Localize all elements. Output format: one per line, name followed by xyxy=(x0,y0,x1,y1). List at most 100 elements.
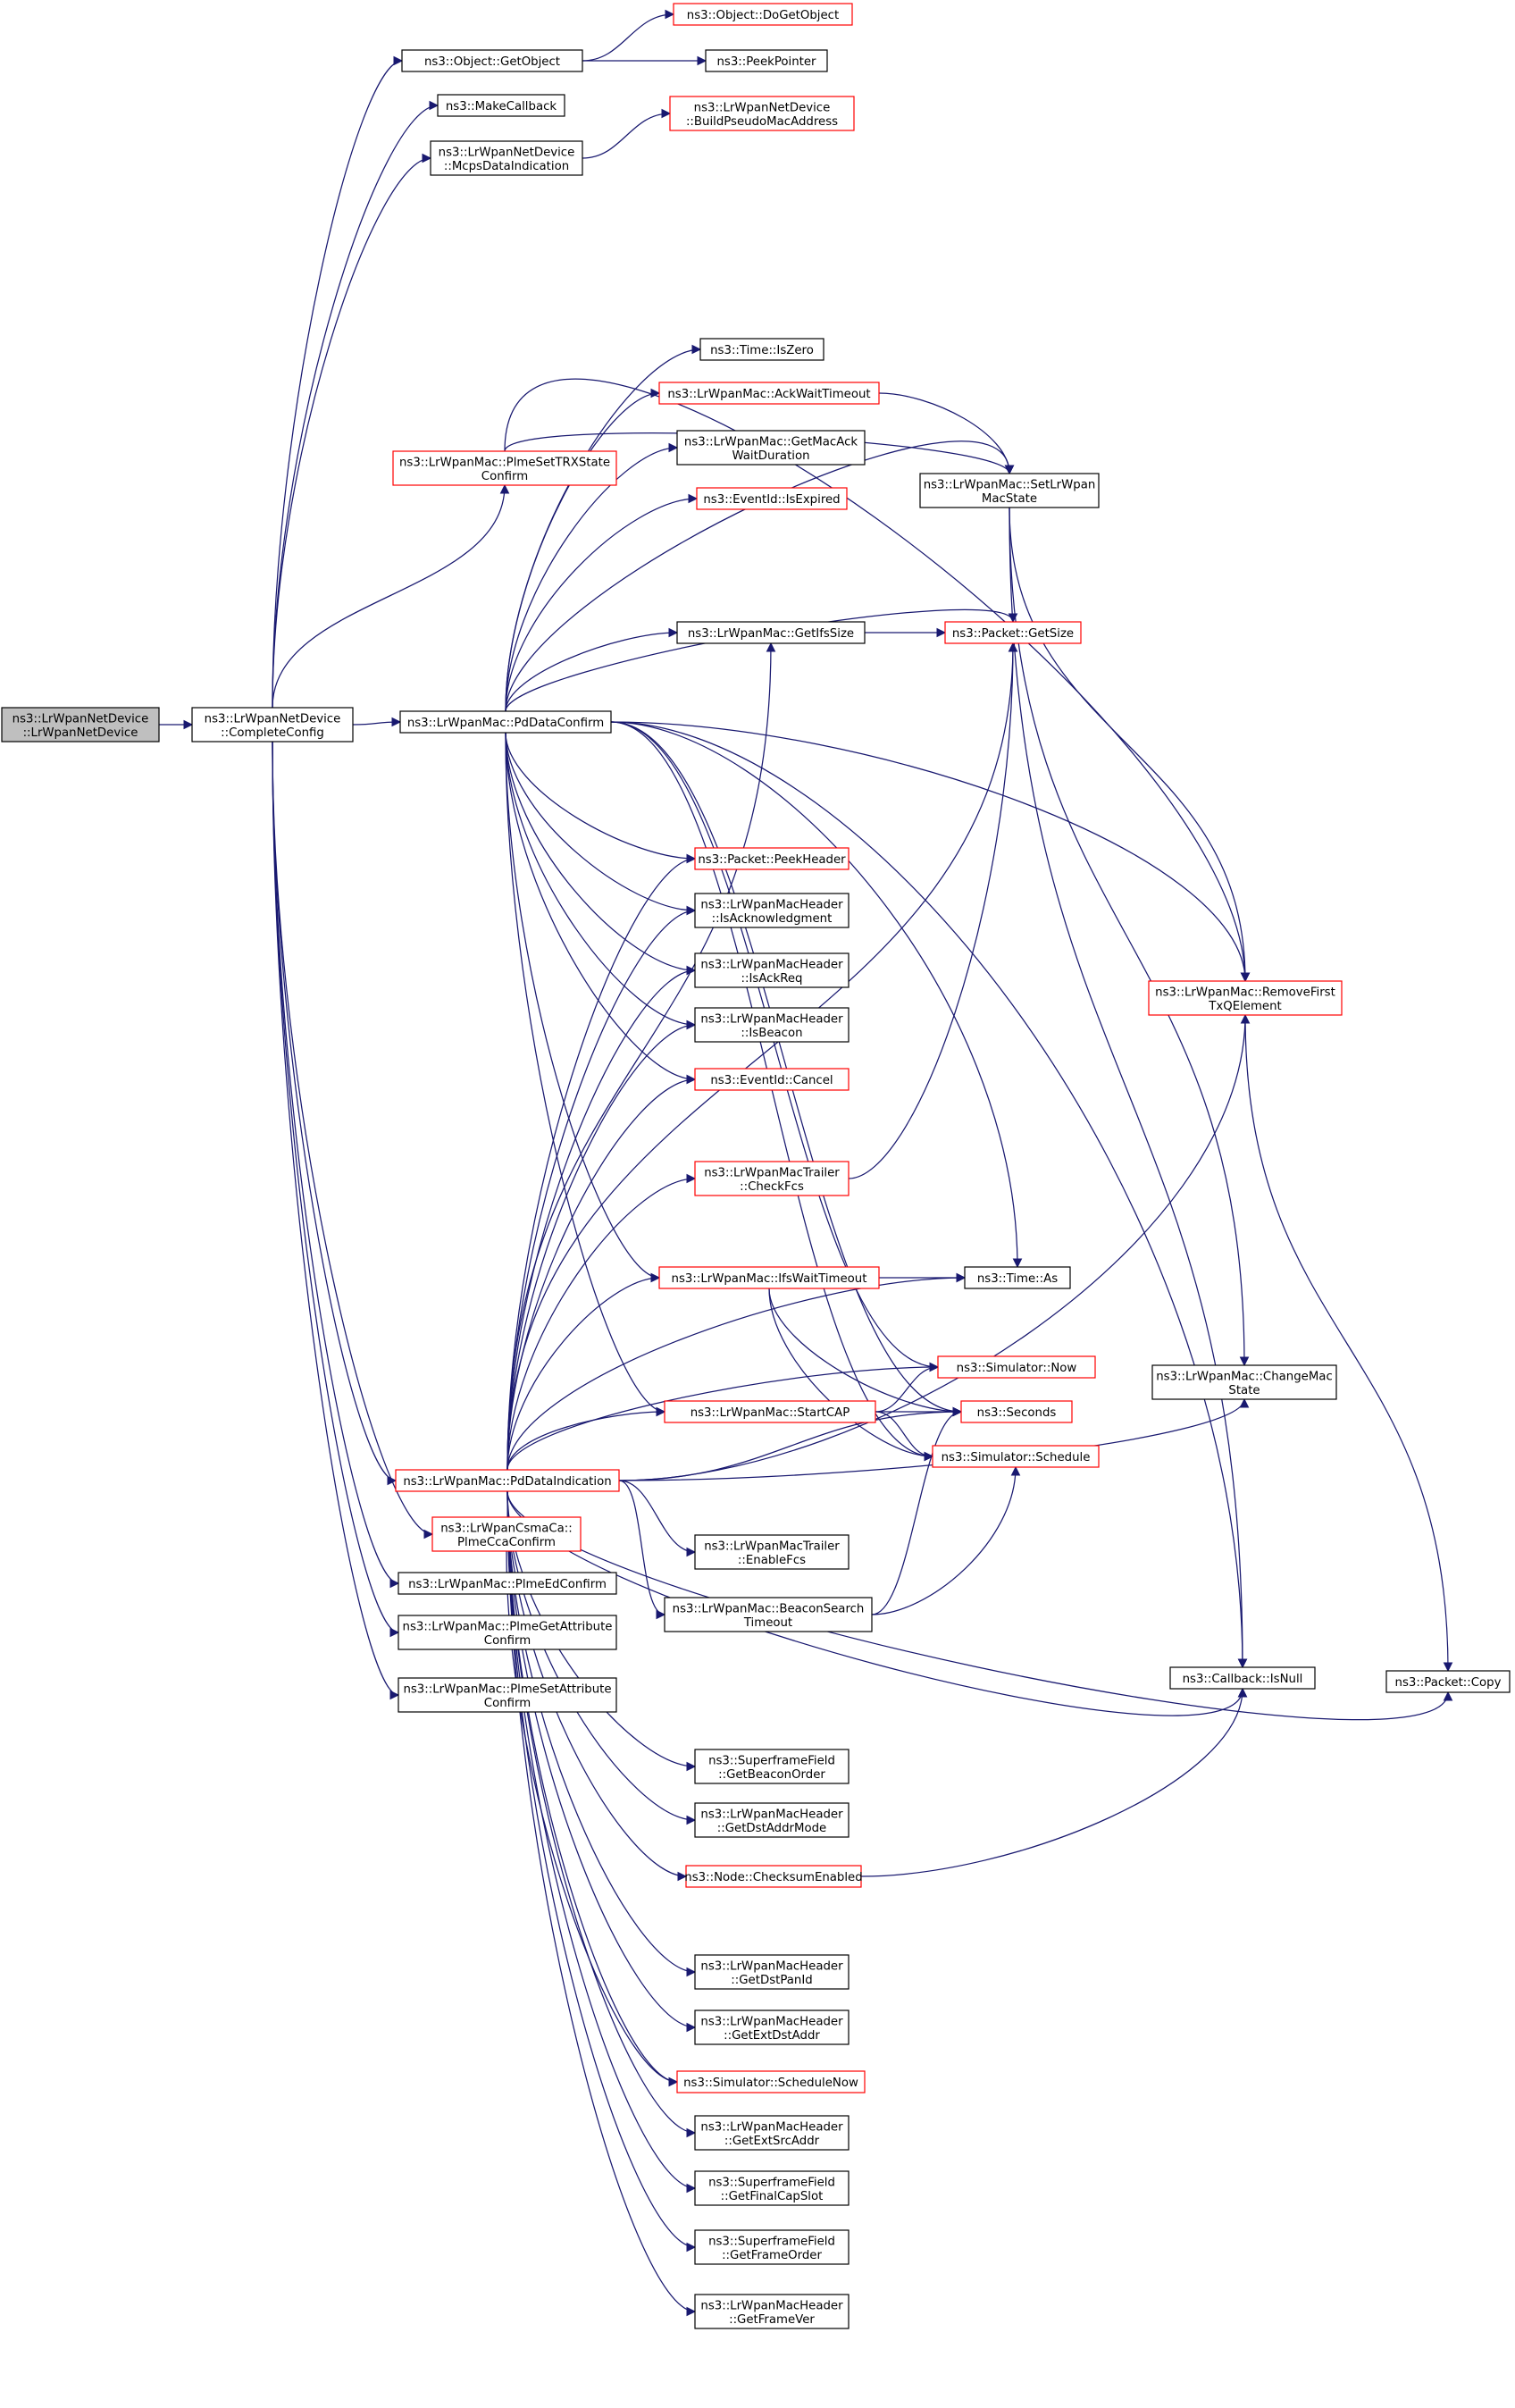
node-checkfcs[interactable]: ns3::LrWpanMacTrailer::CheckFcs xyxy=(694,1161,850,1196)
node-timeas[interactable]: ns3::Time::As xyxy=(964,1266,1071,1289)
node-getsize[interactable]: ns3::Packet::GetSize xyxy=(944,621,1082,644)
node-plmeed[interactable]: ns3::LrWpanMac::PlmeEdConfirm xyxy=(398,1572,617,1595)
node-mcpsdata[interactable]: ns3::LrWpanNetDevice::McpsDataIndication xyxy=(430,140,583,176)
node-pktcopy[interactable]: ns3::Packet::Copy xyxy=(1385,1670,1511,1693)
node-pddataind[interactable]: ns3::LrWpanMac::PdDataIndication xyxy=(395,1469,620,1492)
node-label: ns3::Simulator::Now xyxy=(957,1362,1077,1375)
node-getdstpan[interactable]: ns3::LrWpanMacHeader::GetDstPanId xyxy=(694,1954,850,1990)
call-edge-pddataconfirm-isnull xyxy=(610,721,1243,1668)
arrowhead xyxy=(686,2022,697,2033)
node-makecb[interactable]: ns3::MakeCallback xyxy=(437,94,565,117)
node-box xyxy=(694,1068,850,1091)
node-box xyxy=(932,1445,1100,1468)
node-label: ns3::LrWpanMac::PlmeEdConfirm xyxy=(408,1578,607,1591)
call-edge-pddataind-startcap xyxy=(506,1411,665,1471)
node-label: ns3::LrWpanMac::StartCAP xyxy=(691,1406,850,1420)
call-edge-pddataconfirm-getifs xyxy=(505,632,678,712)
node-getextdst[interactable]: ns3::LrWpanMacHeader::GetExtDstAddr xyxy=(694,2009,850,2045)
arrowhead xyxy=(1237,1687,1248,1698)
node-getobj[interactable]: ns3::Object::GetObject xyxy=(401,49,583,72)
node-complete[interactable]: ns3::LrWpanNetDevice::CompleteConfig xyxy=(191,707,354,743)
node-cancel[interactable]: ns3::EventId::Cancel xyxy=(694,1068,850,1091)
node-box xyxy=(399,710,612,734)
node-box xyxy=(392,450,617,486)
node-label: ns3::LrWpanCsmaCa:: xyxy=(440,1522,573,1535)
node-box xyxy=(937,1355,1096,1379)
arrowhead xyxy=(423,1529,434,1540)
node-label: ns3::LrWpanMac::ChangeMac xyxy=(1156,1370,1333,1383)
node-box xyxy=(430,140,583,176)
node-label: ns3::LrWpanMac::PlmeSetTRXState xyxy=(399,456,610,469)
node-peekheader[interactable]: ns3::Packet::PeekHeader xyxy=(694,847,850,870)
node-box xyxy=(1169,1666,1316,1690)
call-edge-checkfcs-getsize xyxy=(848,642,1014,1179)
node-buildpseudo[interactable]: ns3::LrWpanNetDevice::BuildPseudoMacAddr… xyxy=(669,96,855,131)
node-isnull[interactable]: ns3::Callback::IsNull xyxy=(1169,1666,1316,1690)
call-edge-complete-plmeget xyxy=(272,741,399,1633)
node-isexpired[interactable]: ns3::EventId::IsExpired xyxy=(696,487,848,510)
node-checksum[interactable]: ns3::Node::ChecksumEnabled xyxy=(684,1865,863,1888)
arrowhead xyxy=(956,1272,967,1283)
node-label: Confirm xyxy=(484,1697,531,1710)
node-label: ns3::Simulator::ScheduleNow xyxy=(683,2077,858,2090)
node-seconds[interactable]: ns3::Seconds xyxy=(960,1400,1073,1423)
node-box xyxy=(664,1597,873,1632)
arrowhead xyxy=(1004,465,1015,475)
node-dogetobj[interactable]: ns3::Object::DoGetObject xyxy=(673,3,853,26)
node-getframever[interactable]: ns3::LrWpanMacHeader::GetFrameVer xyxy=(694,2294,850,2329)
node-isbeacon[interactable]: ns3::LrWpanMacHeader::IsBeacon xyxy=(694,1007,850,1043)
node-plmecca[interactable]: ns3::LrWpanCsmaCa::PlmeCcaConfirm xyxy=(431,1516,582,1552)
node-ifswait[interactable]: ns3::LrWpanMac::IfsWaitTimeout xyxy=(658,1266,880,1289)
node-isack[interactable]: ns3::LrWpanMacHeader::IsAcknowledgment xyxy=(694,893,850,928)
node-ackwait[interactable]: ns3::LrWpanMac::AckWaitTimeout xyxy=(658,382,880,405)
node-iszero[interactable]: ns3::Time::IsZero xyxy=(699,338,824,361)
node-schednow[interactable]: ns3::Simulator::ScheduleNow xyxy=(676,2070,866,2093)
node-box xyxy=(673,3,853,26)
call-edge-pddataconfirm-timeas xyxy=(610,721,1018,1268)
node-label: PlmeCcaConfirm xyxy=(457,1536,556,1549)
arrowhead xyxy=(686,1173,697,1184)
node-label: ::GetFrameOrder xyxy=(722,2249,822,2262)
call-edge-complete-plmecca xyxy=(272,741,433,1535)
node-getifs[interactable]: ns3::LrWpanMac::GetIfsSize xyxy=(676,621,866,644)
node-getdstaddrmode[interactable]: ns3::LrWpanMacHeader::GetDstAddrMode xyxy=(694,1802,850,1838)
node-pddataconfirm[interactable]: ns3::LrWpanMac::PdDataConfirm xyxy=(399,710,612,734)
node-label: ::IsBeacon xyxy=(741,1027,802,1040)
arrowhead xyxy=(650,1272,661,1283)
node-box xyxy=(694,847,850,870)
node-box xyxy=(694,1007,850,1043)
arrowhead xyxy=(389,1627,400,1638)
node-label: ns3::Packet::PeekHeader xyxy=(698,853,846,867)
node-startcap[interactable]: ns3::LrWpanMac::StartCAP xyxy=(664,1400,876,1423)
node-label: ns3::SuperframeField xyxy=(708,2235,835,2248)
node-getextsrc[interactable]: ns3::LrWpanMacHeader::GetExtSrcAddr xyxy=(694,2115,850,2151)
call-edge-pddataconfirm-isbeacon xyxy=(505,732,696,1026)
node-label: ::GetBeaconOrder xyxy=(718,1768,825,1782)
node-enablefcs[interactable]: ns3::LrWpanMacTrailer::EnableFcs xyxy=(694,1534,850,1570)
node-getfinalcap[interactable]: ns3::SuperframeField::GetFinalCapSlot xyxy=(694,2170,850,2206)
node-isackreq[interactable]: ns3::LrWpanMacHeader::IsAckReq xyxy=(694,952,850,988)
node-label: ::GetDstAddrMode xyxy=(717,1822,826,1835)
node-getbeaconorder[interactable]: ns3::SuperframeField::GetBeaconOrder xyxy=(694,1749,850,1784)
node-simnow[interactable]: ns3::Simulator::Now xyxy=(937,1355,1096,1379)
call-edge-complete-plmesettrx xyxy=(272,484,506,709)
node-box xyxy=(694,2115,850,2151)
node-label: WaitDuration xyxy=(732,449,809,463)
arrowhead xyxy=(499,483,510,494)
arrowhead xyxy=(668,442,679,453)
node-label: ns3::LrWpanMacTrailer xyxy=(704,1166,840,1179)
node-peekptr[interactable]: ns3::PeekPointer xyxy=(705,49,828,72)
node-schedule[interactable]: ns3::Simulator::Schedule xyxy=(932,1445,1100,1468)
arrowhead xyxy=(1008,642,1018,652)
arrowhead xyxy=(686,1547,697,1557)
node-root[interactable]: ns3::LrWpanNetDevice::LrWpanNetDevice xyxy=(1,707,160,743)
node-getframeorder[interactable]: ns3::SuperframeField::GetFrameOrder xyxy=(694,2229,850,2265)
